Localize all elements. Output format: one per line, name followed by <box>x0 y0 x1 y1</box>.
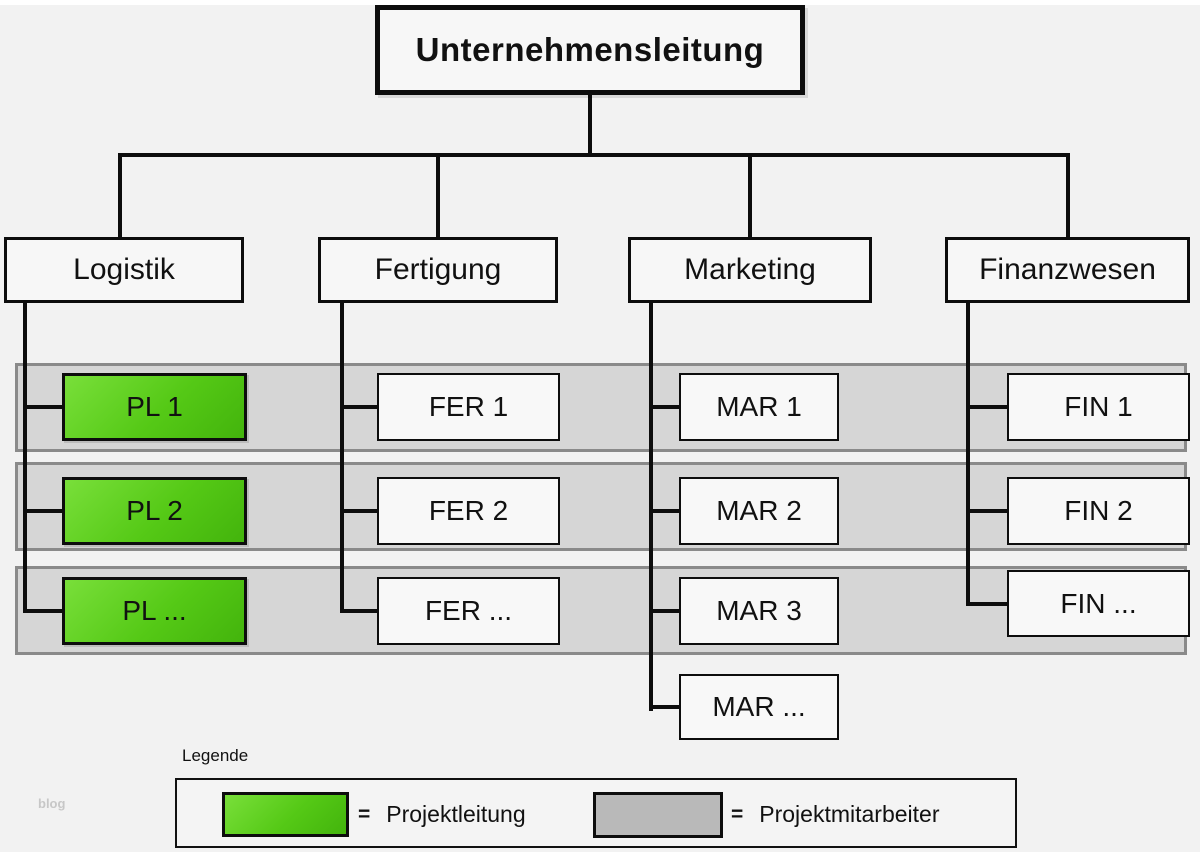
member-label: MAR ... <box>712 691 806 722</box>
stub-fer-1 <box>340 405 377 409</box>
member-label: FER 2 <box>428 495 509 526</box>
member-box-fin-more: FIN ... <box>1007 570 1190 637</box>
department-label: Fertigung <box>374 253 502 286</box>
legend-label: Projektleitung <box>386 801 526 827</box>
member-box-fin-2: FIN 2 <box>1007 477 1190 545</box>
stub-mar-3 <box>649 609 679 613</box>
department-label: Logistik <box>73 253 175 286</box>
page-edge-strip <box>0 0 1200 5</box>
stub-pl-3 <box>23 609 62 613</box>
legend-entry-projektleitung: = Projektleitung <box>358 792 526 837</box>
member-label: MAR 2 <box>716 495 802 526</box>
legend-swatch-projektleitung <box>222 792 349 837</box>
department-box-marketing: Marketing <box>628 237 872 303</box>
member-box-mar-1: MAR 1 <box>679 373 839 441</box>
stub-mar-2 <box>649 509 679 513</box>
department-box-finanzwesen: Finanzwesen <box>945 237 1190 303</box>
connector-root-vertical <box>588 95 592 157</box>
legend-swatch-projektmitarbeiter <box>593 792 723 838</box>
stub-fer-2 <box>340 509 377 513</box>
root-box-unternehmensleitung: Unternehmensleitung <box>375 5 805 95</box>
root-label: Unternehmensleitung <box>415 31 765 68</box>
member-label: MAR 3 <box>716 595 802 626</box>
member-box-fer-more: FER ... <box>377 577 560 645</box>
member-label: FER 1 <box>428 391 509 422</box>
member-box-fer-2: FER 2 <box>377 477 560 545</box>
department-box-logistik: Logistik <box>4 237 244 303</box>
connector-drop-logistik <box>118 157 122 237</box>
member-box-fin-1: FIN 1 <box>1007 373 1190 441</box>
stub-pl-1 <box>23 405 62 409</box>
stub-fin-2 <box>966 509 1007 513</box>
stub-fin-3 <box>966 602 1007 606</box>
connector-drop-fertigung <box>436 157 440 237</box>
department-label: Finanzwesen <box>979 253 1156 286</box>
member-box-pl-2: PL 2 <box>62 477 247 545</box>
member-box-pl-1: PL 1 <box>62 373 247 441</box>
spine-logistik <box>23 303 27 611</box>
member-label: PL 1 <box>126 391 183 422</box>
stub-fer-3 <box>340 609 377 613</box>
member-label: PL 2 <box>126 495 183 526</box>
member-label: MAR 1 <box>716 391 802 422</box>
spine-marketing <box>649 303 653 711</box>
member-label: FIN 1 <box>1064 391 1133 422</box>
spine-fertigung <box>340 303 344 611</box>
member-box-mar-more: MAR ... <box>679 674 839 740</box>
stub-mar-1 <box>649 405 679 409</box>
member-box-fer-1: FER 1 <box>377 373 560 441</box>
watermark: blog <box>38 796 66 811</box>
legend-entry-projektmitarbeiter: = Projektmitarbeiter <box>731 792 940 837</box>
stub-pl-2 <box>23 509 62 513</box>
stub-fin-1 <box>966 405 1007 409</box>
member-label: FIN ... <box>1060 587 1137 619</box>
legend-label: Projektmitarbeiter <box>759 801 940 827</box>
equals-sign: = <box>358 802 371 826</box>
member-label: FER ... <box>424 595 513 626</box>
equals-sign: = <box>731 802 744 826</box>
connector-drop-finanzwesen <box>1066 157 1070 237</box>
connector-drop-marketing <box>748 157 752 237</box>
member-box-mar-3: MAR 3 <box>679 577 839 645</box>
legend-title: Legende <box>182 746 249 765</box>
department-box-fertigung: Fertigung <box>318 237 558 303</box>
department-label: Marketing <box>684 253 816 286</box>
connector-main-horizontal <box>118 153 1070 157</box>
member-box-pl-more: PL ... <box>62 577 247 645</box>
member-label: PL ... <box>122 595 187 626</box>
member-box-mar-2: MAR 2 <box>679 477 839 545</box>
member-label: FIN 2 <box>1064 495 1133 526</box>
stub-mar-4 <box>649 705 679 709</box>
spine-finanzwesen <box>966 303 970 604</box>
